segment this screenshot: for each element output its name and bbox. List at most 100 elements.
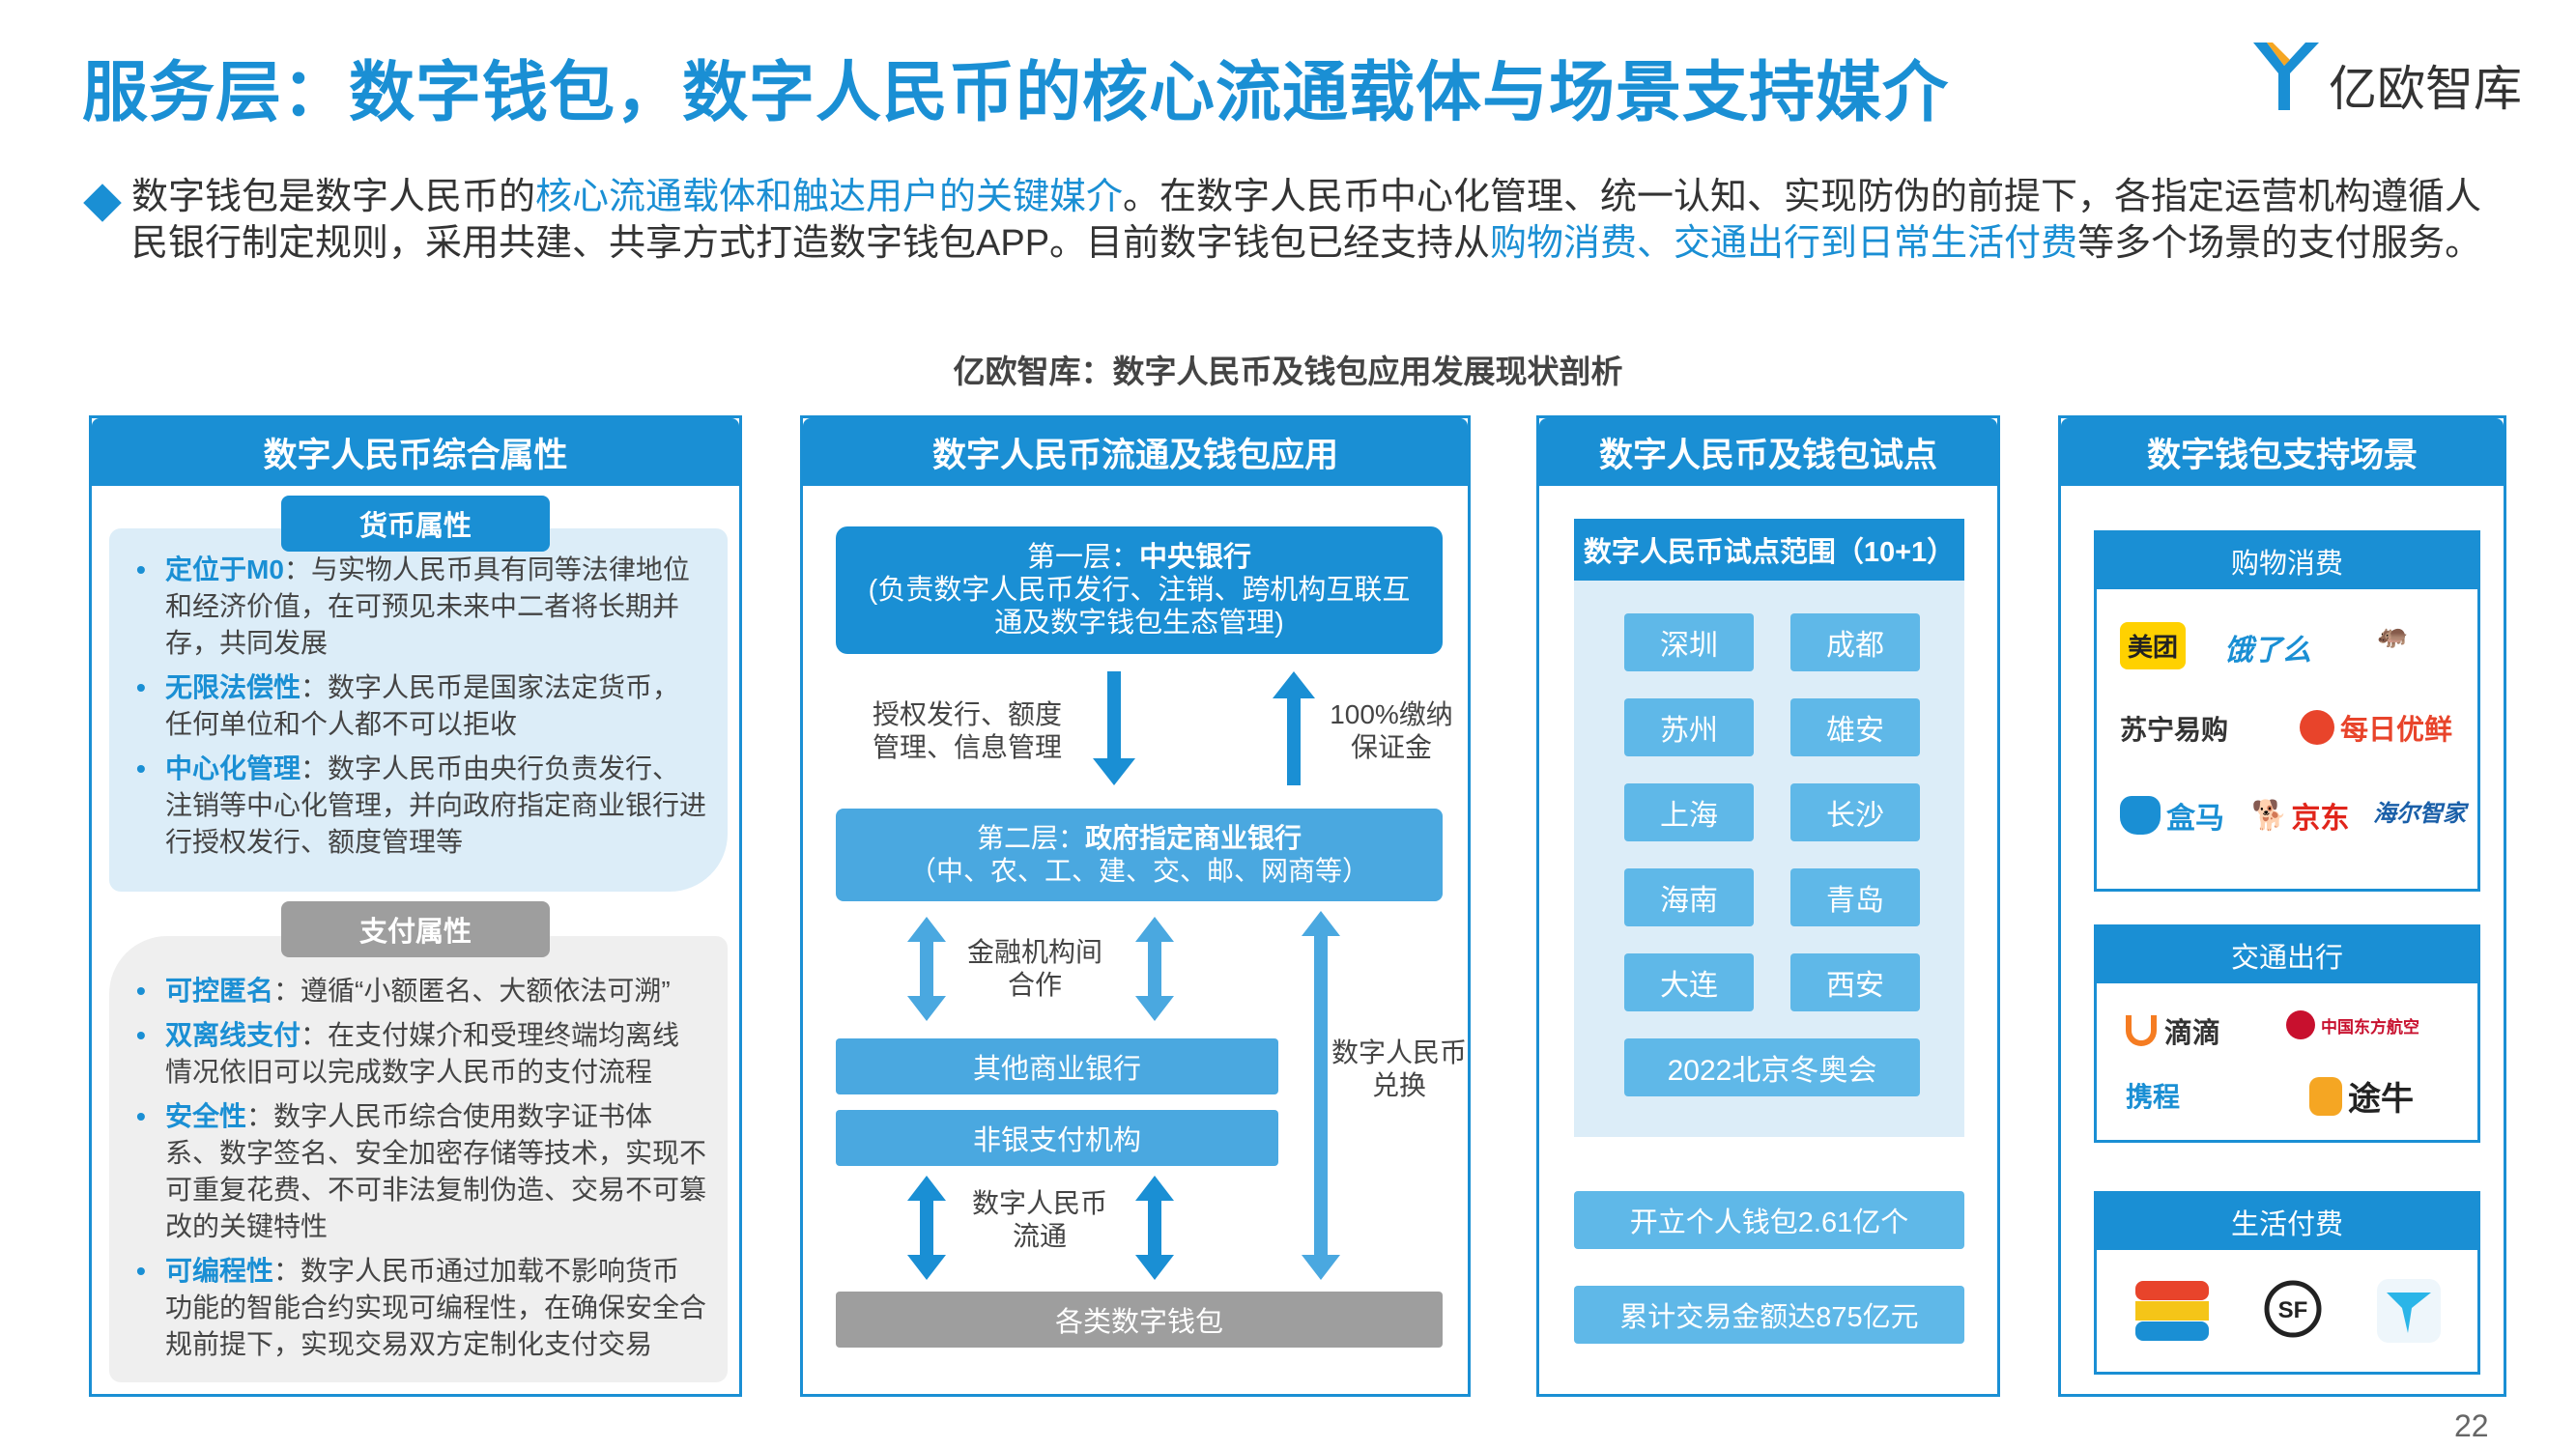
list-item: •无限法偿性：数字人民币是国家法定货币，任何单位和个人都不可以拒收 bbox=[136, 672, 680, 739]
intro-highlight-1: 核心流通载体和触达用户的关键媒介 bbox=[535, 177, 1124, 217]
page-number: 22 bbox=[2454, 1408, 2489, 1443]
other-banks-box: 其他商业银行 bbox=[836, 1038, 1278, 1094]
panel-scenarios-title: 数字钱包支持场景 bbox=[2061, 418, 2504, 486]
list-item: •可编程性：数字人民币通过加载不影响货币功能的智能合约实现可编程性，在确保安全合… bbox=[136, 1256, 707, 1359]
intro-text-2: 。在数字人民币中心化管理、统一认知、实现防伪的前提下，各指定运营机构遵循人民银行… bbox=[131, 177, 2482, 264]
haier-logo: 海尔智家 bbox=[2373, 801, 2466, 827]
scene-transport-title: 交通出行 bbox=[2097, 927, 2477, 983]
interbank-label: 金融机构间合作 bbox=[966, 937, 1102, 1000]
china-eastern-logo: 中国东方航空 bbox=[2286, 1010, 2419, 1039]
payment-attributes-heading: 支付属性 bbox=[281, 901, 550, 957]
wallets-box: 各类数字钱包 bbox=[836, 1292, 1443, 1348]
jd-dog-icon: 🐕 bbox=[2251, 799, 2288, 832]
payment-attributes-box: •可控匿名：遵循“小额匿名、大额依法可溯” •双离线支付：在支付媒介和受理终端均… bbox=[109, 936, 728, 1382]
city-hainan: 海南 bbox=[1624, 868, 1754, 926]
double-arrow-icon bbox=[1135, 917, 1174, 1021]
hema-logo: 盒马 bbox=[2120, 794, 2224, 837]
payment-app-icon bbox=[2377, 1279, 2441, 1343]
down-flow-label: 授权发行、额度管理、信息管理 bbox=[872, 699, 1062, 762]
missfresh-logo: 每日优鲜 bbox=[2300, 707, 2452, 748]
jd-logo: 🐕京东 bbox=[2251, 799, 2350, 836]
layer1-prefix: 第一层： bbox=[1026, 542, 1139, 573]
pilot-scope-area: 数字人民币试点范围（10+1） 深圳 成都 苏州 雄安 上海 长沙 海南 青岛 … bbox=[1574, 519, 1964, 1137]
wallet-count-stat: 开立个人钱包2.61亿个 bbox=[1574, 1191, 1964, 1249]
commercial-bank-box: 第二层：政府指定商业银行 （中、农、工、建、交、邮、网商等） bbox=[836, 809, 1443, 901]
tuniu-logo: 途牛 bbox=[2309, 1072, 2414, 1120]
china-eastern-icon bbox=[2286, 1010, 2315, 1039]
central-bank-box: 第一层：中央银行 (负责数字人民币发行、注销、跨机构互联互通及数字钱包生态管理) bbox=[836, 526, 1443, 654]
panel-circulation: 数字人民币流通及钱包应用 第一层：中央银行 (负责数字人民币发行、注销、跨机构互… bbox=[800, 415, 1471, 1397]
city-xian: 西安 bbox=[1790, 953, 1920, 1011]
currency-attributes-heading: 货币属性 bbox=[281, 496, 550, 552]
payment-attributes-list: •可控匿名：遵循“小额匿名、大额依法可溯” •双离线支付：在支付媒介和受理终端均… bbox=[130, 973, 706, 1363]
hema-icon: 🦛 bbox=[2377, 620, 2409, 649]
didi-logo: 滴滴 bbox=[2126, 1010, 2220, 1051]
city-changsha: 长沙 bbox=[1790, 783, 1920, 841]
eleme-logo: 饿了么 bbox=[2224, 635, 2311, 667]
yiou-logo-icon bbox=[2253, 43, 2319, 110]
intro-text-1: 数字钱包是数字人民币的 bbox=[131, 177, 536, 217]
city-suzhou: 苏州 bbox=[1624, 698, 1754, 756]
ctrip-logo: 携程 bbox=[2126, 1082, 2181, 1112]
list-item: •定位于M0：与实物人民币具有同等法律地位和经济价值，在可预见未来中二者将长期并… bbox=[136, 554, 690, 658]
layer2-desc: （中、农、工、建、交、邮、网商等） bbox=[908, 856, 1369, 886]
panel-circulation-title: 数字人民币流通及钱包应用 bbox=[803, 418, 1468, 486]
intro-text-3: 等多个场景的支付服务。 bbox=[2077, 223, 2482, 264]
suning-logo: 苏宁易购 bbox=[2120, 715, 2229, 745]
page-title: 服务层：数字钱包，数字人民币的核心流通载体与场景支持媒介 bbox=[82, 56, 1950, 129]
missfresh-icon bbox=[2300, 710, 2334, 745]
intro-paragraph: 数字钱包是数字人民币的核心流通载体和触达用户的关键媒介。在数字人民币中心化管理、… bbox=[131, 174, 2489, 267]
scene-life-payment: 生活付费 SF bbox=[2094, 1191, 2480, 1375]
diagram-title: 亿欧智库：数字人民币及钱包应用发展现状剖析 bbox=[953, 354, 1623, 389]
hema-bear-icon bbox=[2120, 796, 2161, 835]
diamond-bullet-icon bbox=[83, 184, 122, 222]
city-xiongan: 雄安 bbox=[1790, 698, 1920, 756]
panel-attributes-title: 数字人民币综合属性 bbox=[92, 418, 739, 486]
city-qingdao: 青岛 bbox=[1790, 868, 1920, 926]
exchange-label: 数字人民币兑换 bbox=[1331, 1037, 1467, 1100]
nonbank-payment-box: 非银支付机构 bbox=[836, 1110, 1278, 1166]
double-arrow-icon bbox=[907, 917, 946, 1021]
long-double-arrow-icon bbox=[1302, 911, 1340, 1280]
transaction-amount-stat: 累计交易金额达875亿元 bbox=[1574, 1286, 1964, 1344]
panel-attributes: 数字人民币综合属性 •定位于M0：与实物人民币具有同等法律地位和经济价值，在可预… bbox=[89, 415, 742, 1397]
winter-olympics-box: 2022北京冬奥会 bbox=[1624, 1038, 1920, 1096]
panel-pilots-title: 数字人民币及钱包试点 bbox=[1539, 418, 1997, 486]
list-item: •双离线支付：在支付媒介和受理终端均离线情况依旧可以完成数字人民币的支付流程 bbox=[136, 1020, 680, 1087]
panel-scenarios: 数字钱包支持场景 购物消费 美团 饿了么 🦛 苏宁易购 每日优鲜 盒马 🐕京东 … bbox=[2058, 415, 2506, 1397]
up-flow-label: 100%缴纳保证金 bbox=[1330, 699, 1453, 762]
circulation-label: 数字人民币流通 bbox=[971, 1188, 1107, 1251]
currency-attributes-list: •定位于M0：与实物人民币具有同等法律地位和经济价值，在可预见未来中二者将长期并… bbox=[130, 552, 706, 861]
logo-text: 亿欧智库 bbox=[2329, 62, 2522, 116]
city-shenzhen: 深圳 bbox=[1624, 613, 1754, 671]
list-item: •可控匿名：遵循“小额匿名、大额依法可溯” bbox=[136, 976, 671, 1006]
layer1-name: 中央银行 bbox=[1139, 542, 1252, 573]
list-item: •中心化管理：数字人民币由央行负责发行、注销等中心化管理，并向政府指定商业银行进… bbox=[136, 753, 707, 857]
meituan-logo: 美团 bbox=[2120, 622, 2187, 669]
arrow-down-icon bbox=[1093, 671, 1135, 785]
layer2-prefix: 第二层： bbox=[976, 823, 1085, 853]
city-chengdu: 成都 bbox=[1790, 613, 1920, 671]
layer2-name: 政府指定商业银行 bbox=[1084, 823, 1302, 853]
sf-express-icon: SF bbox=[2264, 1280, 2322, 1338]
list-item: •安全性：数字人民币综合使用数字证书体系、数字签名、安全加密存储等技术，实现不可… bbox=[136, 1101, 707, 1241]
scene-transport: 交通出行 滴滴 中国东方航空 携程 途牛 bbox=[2094, 924, 2480, 1143]
logo: 亿欧智库 bbox=[2251, 39, 2532, 116]
svg-text:SF: SF bbox=[2278, 1297, 2308, 1323]
arrow-up-icon bbox=[1273, 671, 1315, 785]
tuniu-icon bbox=[2309, 1076, 2342, 1116]
hema-logo-small: 🦛 bbox=[2377, 620, 2408, 650]
intro-highlight-2: 购物消费、交通出行到日常生活付费 bbox=[1490, 223, 2078, 264]
scene-life-payment-title: 生活付费 bbox=[2097, 1194, 2477, 1250]
city-shanghai: 上海 bbox=[1624, 783, 1754, 841]
city-dalian: 大连 bbox=[1624, 953, 1754, 1011]
currency-attributes-box: •定位于M0：与实物人民币具有同等法律地位和经济价值，在可预见未来中二者将长期并… bbox=[109, 528, 728, 892]
scene-shopping-title: 购物消费 bbox=[2097, 533, 2477, 589]
pilot-scope-title: 数字人民币试点范围（10+1） bbox=[1574, 519, 1964, 581]
double-arrow-icon bbox=[1135, 1176, 1174, 1280]
double-arrow-icon bbox=[907, 1176, 946, 1280]
didi-icon bbox=[2126, 1015, 2157, 1046]
wallet-app-icon bbox=[2135, 1281, 2209, 1341]
panel-pilots: 数字人民币及钱包试点 数字人民币试点范围（10+1） 深圳 成都 苏州 雄安 上… bbox=[1536, 415, 2000, 1397]
layer1-desc: (负责数字人民币发行、注销、跨机构互联互通及数字钱包生态管理) bbox=[868, 575, 1411, 639]
